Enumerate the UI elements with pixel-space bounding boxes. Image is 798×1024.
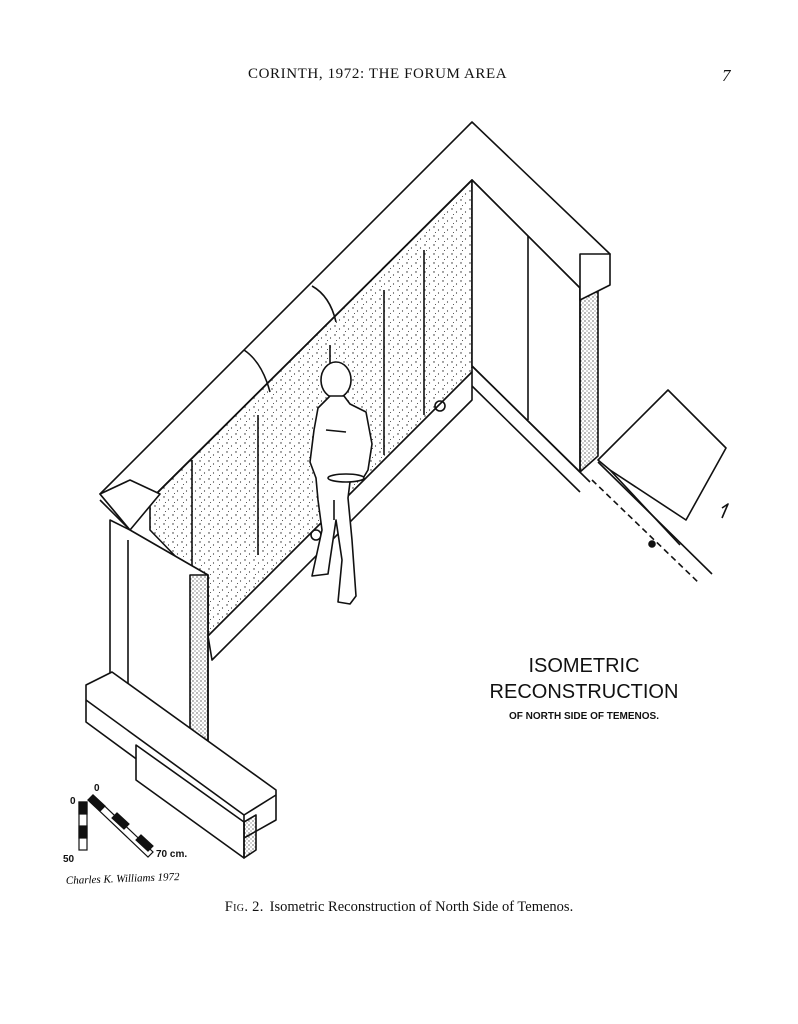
human-figure [309,361,373,605]
foundation-block [85,671,277,839]
scale-bar [78,794,154,858]
figure-label-isometric: ISOMETRIC [528,655,639,677]
scale-label-zero-diagonal: 0 [94,783,100,794]
scale-label-fifty: 50 [63,854,75,865]
caption-figure-number: Fig. 2. [224,899,264,915]
scale-label-seventy: 70 cm. [156,849,187,860]
caption-text: Isometric Reconstruction of North Side o… [269,899,574,915]
right-pier [579,271,599,473]
foundation-corner [243,814,257,859]
scale-label-zero-vertical: 0 [70,796,76,807]
page-number: 7 [722,66,731,85]
threshold-slab [597,389,727,521]
right-pier-cap [579,253,611,301]
running-head: CORINTH, 1972: THE FORUM AREA 7 [0,66,798,90]
running-head-title: CORINTH, 1972: THE FORUM AREA [248,66,508,82]
figure-caption: Fig. 2. Isometric Reconstruction of North… [0,899,798,916]
figure-label-subtitle: OF NORTH SIDE OF TEMENOS. [509,711,659,722]
left-pier-cap [99,479,161,531]
artist-signature: Charles K. Williams 1972 [66,871,181,887]
figure-label-reconstruction: RECONSTRUCTION [490,681,679,703]
